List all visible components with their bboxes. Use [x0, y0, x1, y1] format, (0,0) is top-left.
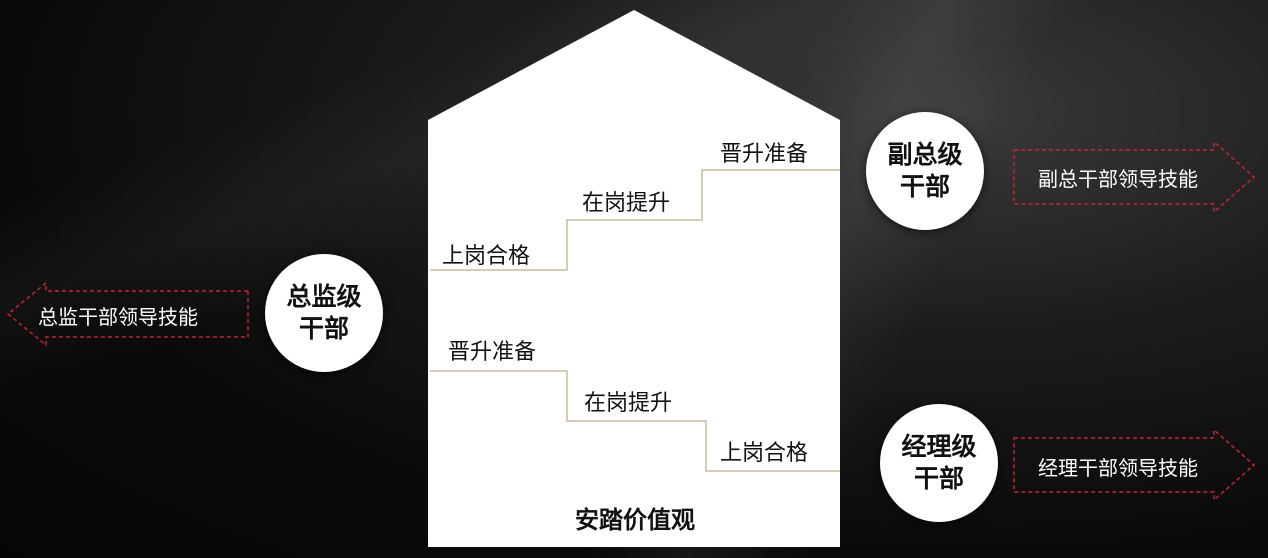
- director-skill-label: 总监干部领导技能: [38, 305, 198, 329]
- director-arrow: [6, 281, 249, 347]
- upper-step-2: 在岗提升: [582, 191, 671, 216]
- vice-general-level-label: 副总级干部: [887, 140, 963, 201]
- upper-step-3: 晋升准备: [720, 142, 809, 167]
- lower-staircase-line: [430, 370, 840, 472]
- lower-step-3: 上岗合格: [720, 441, 809, 466]
- manager-skill-label: 经理干部领导技能: [1038, 456, 1198, 480]
- vice-general-arrow: [1013, 140, 1256, 214]
- director-level-circle: 总监级干部: [265, 254, 383, 372]
- house-title: 安踏价值观: [575, 506, 695, 534]
- upper-staircase-line: [430, 169, 840, 271]
- manager-level-circle: 经理级干部: [880, 404, 998, 522]
- upper-step-1: 上岗合格: [442, 244, 531, 269]
- lower-step-2: 在岗提升: [584, 391, 673, 416]
- manager-level-label: 经理级干部: [901, 432, 977, 493]
- lower-step-1: 晋升准备: [448, 340, 537, 365]
- house-shape: [428, 10, 840, 547]
- vice-general-level-circle: 副总级干部: [866, 112, 984, 230]
- vice-general-skill-label: 副总干部领导技能: [1038, 167, 1198, 191]
- director-level-label: 总监级干部: [286, 282, 362, 343]
- manager-arrow: [1013, 428, 1256, 502]
